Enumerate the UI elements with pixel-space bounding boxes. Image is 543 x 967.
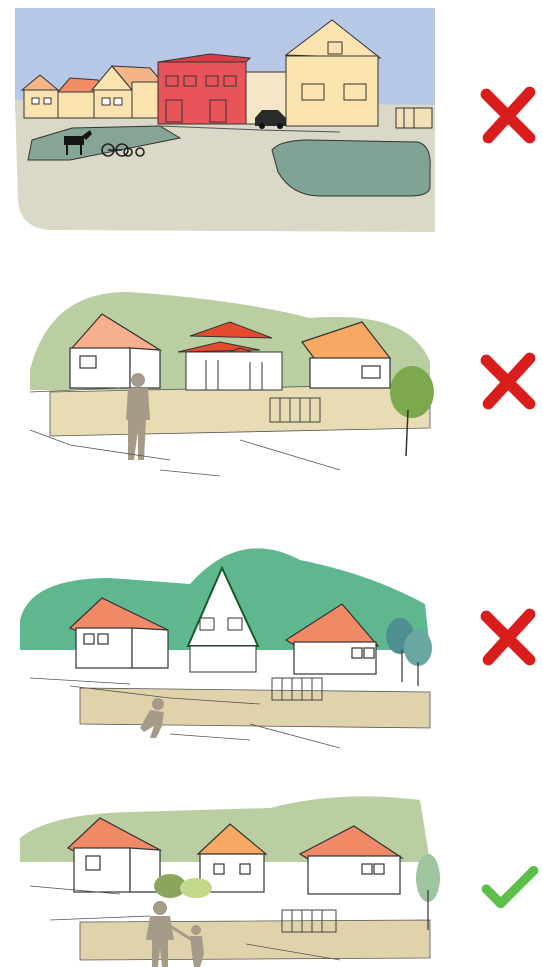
scene-village-street-red-building [10, 0, 435, 235]
panel-1 [0, 0, 543, 240]
red-building [158, 54, 250, 124]
cross-icon [478, 350, 540, 412]
scene-village-harmonious-houses [10, 790, 440, 967]
scene-village-a-frame-house [10, 528, 440, 763]
stone-wall [80, 688, 430, 728]
stone-wall [80, 920, 430, 960]
fence-right [396, 108, 432, 128]
tree-right [416, 854, 440, 930]
pond [272, 140, 430, 196]
cross-icon [478, 84, 540, 146]
cross-icon [478, 606, 540, 668]
panel-2 [0, 270, 543, 500]
check-icon [478, 856, 540, 918]
stone-wall [50, 384, 430, 436]
panel-4 [0, 790, 543, 967]
panel-3 [0, 528, 543, 768]
scene-village-modern-roof-building [10, 270, 440, 495]
